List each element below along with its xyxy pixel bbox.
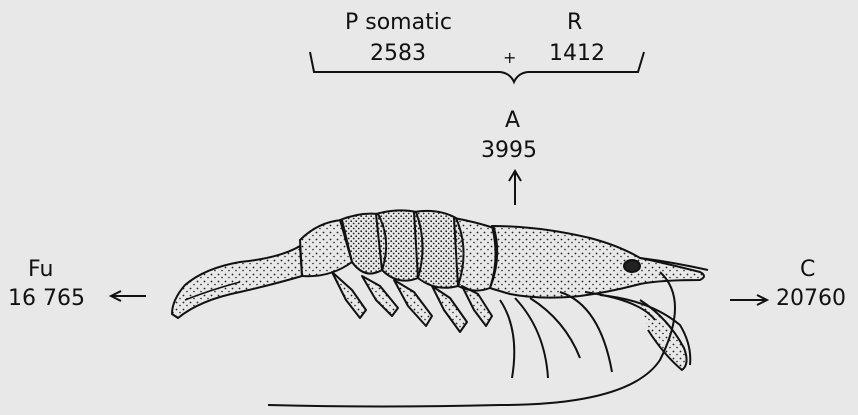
sum-brace	[310, 52, 644, 82]
up-arrow	[509, 171, 521, 205]
shrimp-illustration	[172, 210, 708, 406]
right-arrow	[730, 295, 767, 305]
left-arrow	[111, 291, 146, 301]
